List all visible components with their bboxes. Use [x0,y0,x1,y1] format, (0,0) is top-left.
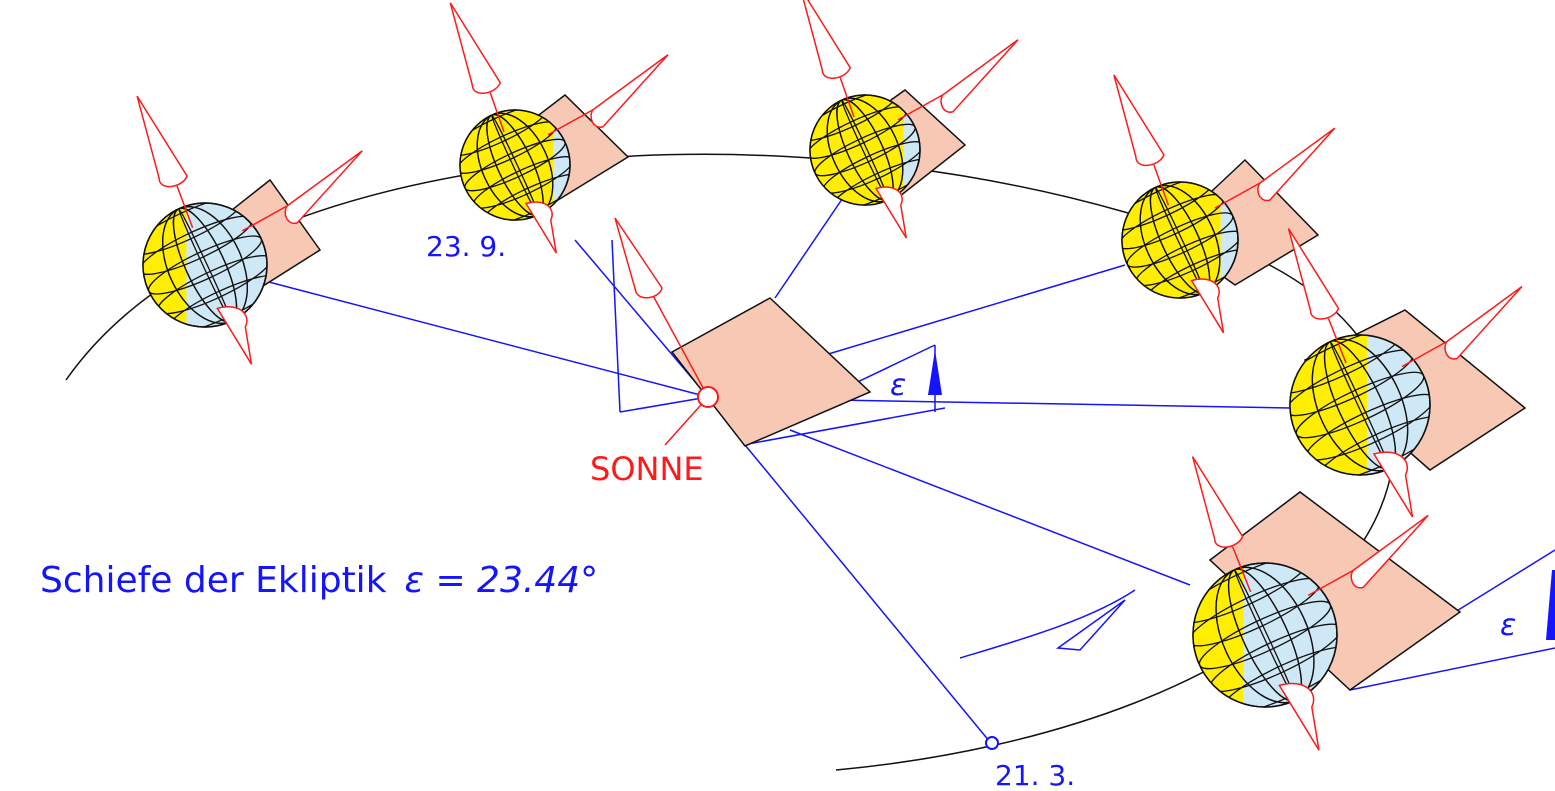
sun-plane [670,297,872,447]
caption-prefix: Schiefe der Ekliptik [40,560,387,601]
epsilon-arrow-center [928,350,942,395]
date-label-autumn: 23. 9. [426,230,506,263]
earth-axis-arrows [449,2,669,254]
equinox-marker [985,736,999,750]
earth-axis-arrows [1287,228,1523,518]
caption-formula: ε = 23.44° [405,560,599,601]
sun-marker [697,386,719,408]
earth-axis-arrows [1113,74,1336,334]
earth-globe [802,0,1019,239]
earth-axis-arrows [1191,456,1429,751]
sun-label: SONNE [590,450,704,488]
epsilon-label-center: ε [890,368,906,403]
earth-axis-arrows [802,0,1019,239]
caption-text: Schiefe der Ekliptik ε = 23.44° [40,560,598,601]
earth-globe [136,95,363,365]
date-label-spring: 21. 3. [995,759,1075,791]
earth-globe [1113,74,1336,334]
epsilon-arrow-right [1546,570,1555,640]
earth-globe [1191,456,1462,751]
earth-globe [449,2,669,254]
earth-globe [1287,228,1527,518]
earth-axis-arrows [136,95,363,365]
epsilon-label-right: ε [1500,608,1516,643]
